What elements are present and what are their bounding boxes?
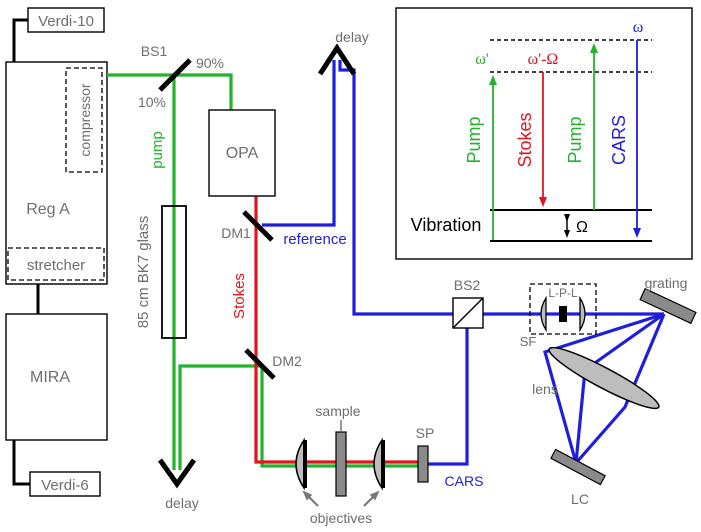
dm2-mirror (244, 348, 276, 380)
pump-label: pump (149, 131, 166, 169)
bs2-diagonal (452, 297, 484, 329)
bs1-mirror (158, 58, 192, 92)
delay-bottom-label: delay (165, 495, 198, 511)
green-to-sample (260, 366, 420, 468)
inset-frame (395, 7, 693, 260)
verdi6-label: Verdi-6 (41, 477, 89, 494)
verdi10-cable (12, 18, 28, 62)
verdi6-cable (12, 440, 30, 486)
glass-label: 85 cm BK7 glass (135, 216, 152, 329)
sf-pinhole (559, 306, 567, 322)
objective-left-mount (303, 440, 307, 488)
compressor-label: compressor (77, 83, 93, 156)
bs2-label: BS2 (454, 277, 481, 293)
pump1-label: Pump (464, 116, 484, 163)
objective-left (295, 437, 305, 491)
blue-cars-out (420, 314, 469, 466)
dm1-label: DM1 (221, 225, 251, 241)
opa-box (208, 109, 276, 197)
objective-right (373, 437, 383, 491)
cars-label: CARS (445, 473, 484, 489)
sample-label: sample (315, 403, 360, 419)
opa-label: OPA (226, 145, 259, 162)
mira-box (5, 313, 108, 441)
verdi6-box (29, 471, 101, 497)
rega-box (5, 61, 108, 285)
Omega-label: Ω (576, 219, 588, 236)
grating-label: grating (645, 275, 688, 291)
bs1-label: BS1 (141, 43, 168, 59)
red-stokes (254, 196, 420, 464)
verdi10-label: Verdi-10 (38, 13, 94, 30)
top-delay-mirror (317, 43, 357, 76)
energy-level-inset: ω ω' ω'-Ω Pump Stokes Pump CARS Vibratio… (395, 7, 693, 260)
obj-arrow-right (363, 490, 380, 507)
objectives-label: objectives (310, 510, 372, 526)
stokes-label: Stokes (231, 273, 248, 319)
stretcher-box (7, 247, 105, 281)
stokes-inset-label: Stokes (515, 112, 535, 167)
mira-label: MIRA (30, 369, 70, 386)
lens-label: lens (532, 381, 558, 397)
lc-detector (550, 448, 606, 486)
cars-inset-label: CARS (609, 115, 629, 165)
pct10-label: 10% (138, 94, 166, 110)
sf-lens-left (540, 295, 547, 333)
sf-lens-right (579, 295, 586, 333)
reference-label: reference (283, 231, 346, 248)
objective-right-mount (381, 440, 385, 488)
stretcher-label: stretcher (27, 257, 85, 274)
dm2-label: DM2 (272, 353, 302, 369)
beam-paths (107, 60, 666, 470)
pct90-label: 90% (196, 55, 224, 71)
blue-reference (262, 60, 336, 227)
green-pump-return (178, 364, 230, 470)
bottom-delay-mirror (157, 458, 197, 489)
pump2-label: Pump (565, 116, 585, 163)
obj-arrow-left (302, 490, 319, 507)
spatial-filter-box (529, 283, 597, 335)
grating (639, 287, 697, 325)
sf-label: SF (520, 334, 537, 349)
sp-filter (417, 445, 429, 483)
optics: BS1 90% 10% pump 85 cm BK7 glass OPA DM1… (135, 29, 697, 526)
lc-label: LC (571, 491, 589, 507)
compressor-box (65, 67, 103, 173)
laser-sources: Verdi-10 Reg A compressor stretcher MIRA… (5, 7, 108, 497)
delay-top-label: delay (335, 29, 368, 45)
green-beam-opa (174, 73, 233, 110)
omega-prime-minus-label: ω'-Ω (528, 51, 559, 68)
dm1-mirror (242, 210, 274, 242)
sample-slide (335, 431, 347, 497)
omega-prime-label: ω' (475, 51, 489, 68)
lpl-label: L-P-L (548, 286, 578, 300)
blue-spectrometer-3 (543, 312, 665, 464)
blue-spectrometer-2 (574, 313, 666, 465)
spectrometer-lens (548, 346, 660, 410)
omega-label: ω (633, 19, 644, 36)
sp-label: SP (416, 425, 435, 441)
vibration-label: Vibration (411, 215, 482, 235)
rega-label: Reg A (26, 201, 70, 218)
bk7-glass (161, 205, 187, 339)
